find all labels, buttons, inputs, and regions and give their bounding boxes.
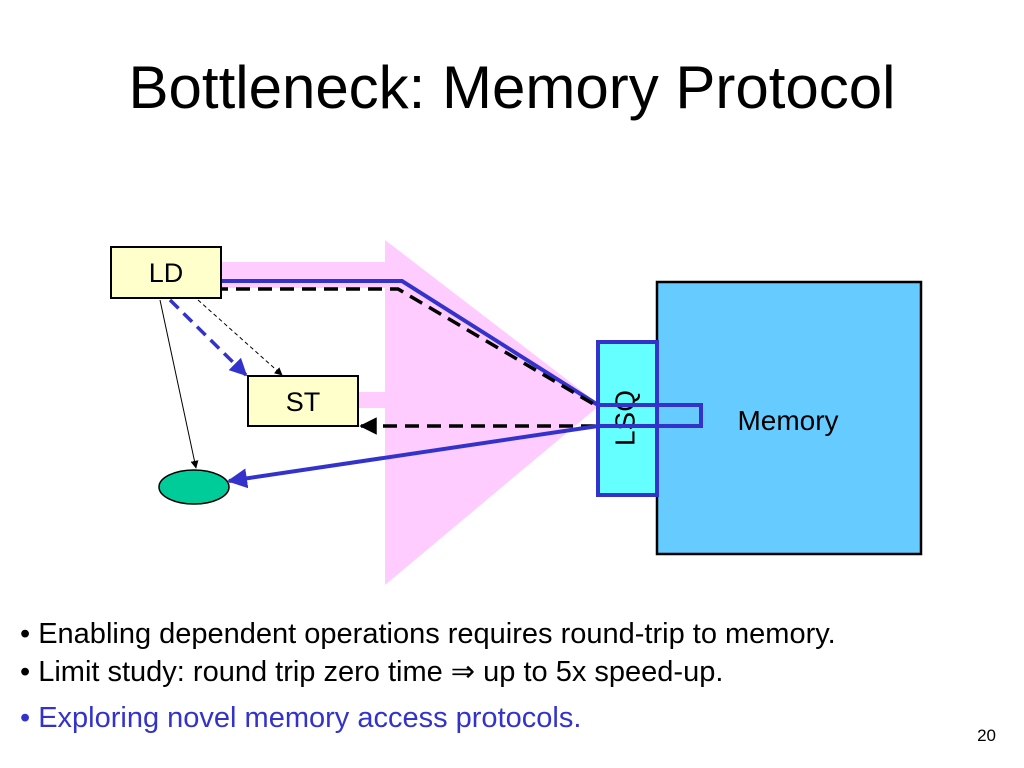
- bullet-item-highlighted: • Exploring novel memory access protocol…: [20, 702, 582, 734]
- ld-box: [110, 246, 222, 299]
- ld-label: LD: [149, 258, 184, 288]
- load-address-dashed-path: [214, 287, 596, 407]
- lsq-label: LSQ: [609, 390, 640, 446]
- bullet-list: • Enabling dependent operations requires…: [20, 615, 1010, 737]
- ld-to-consumer-arrow: [159, 299, 199, 469]
- ld-to-st-dependency-arrow: [168, 298, 248, 377]
- memory-protocol-diagram: Memory LSQ LD ST: [110, 240, 923, 585]
- load-result-arrow: [227, 424, 599, 489]
- lsq-box: [596, 340, 659, 497]
- slide-title: Bottleneck: Memory Protocol: [128, 54, 896, 121]
- slide-number: 20: [977, 726, 996, 745]
- funnel-stem-lower: [355, 392, 385, 408]
- ld-to-st-thin-dashed-arrow: [197, 299, 283, 376]
- st-label: ST: [286, 387, 321, 417]
- load-request-path: [216, 279, 600, 407]
- bullet-item: • Limit study: round trip zero time ⇒ up…: [20, 656, 724, 688]
- memory-label: Memory: [737, 405, 838, 436]
- funnel-stem-upper: [215, 262, 385, 288]
- bullet-item: • Enabling dependent operations requires…: [20, 618, 836, 650]
- memory-loop-path: [598, 403, 703, 428]
- pipeline-funnel: [385, 240, 600, 585]
- st-box: [247, 375, 359, 427]
- dependent-operation-node: [158, 469, 230, 505]
